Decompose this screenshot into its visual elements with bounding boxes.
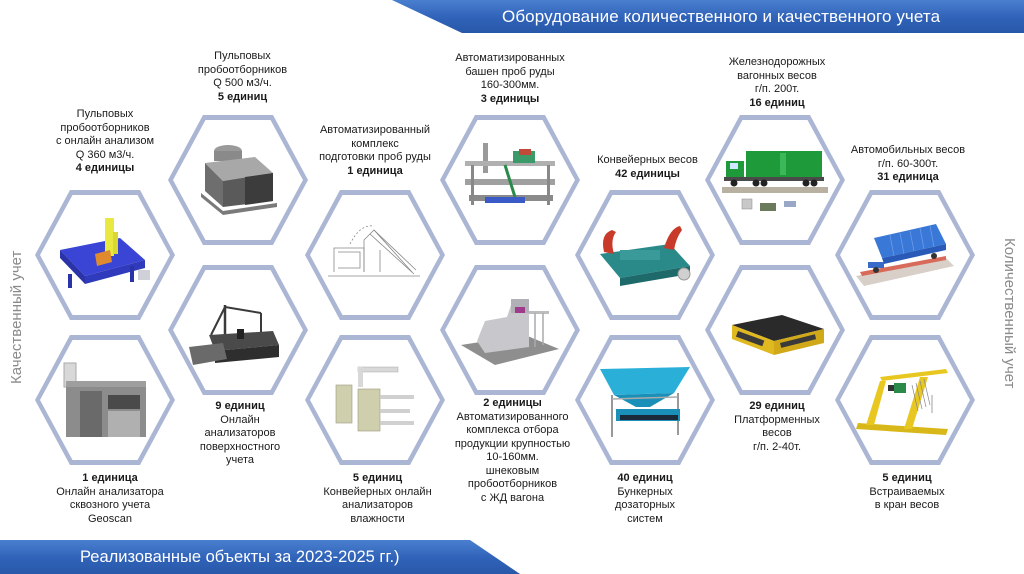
count-badge: 16 единиц <box>749 96 805 109</box>
pulp-sampler-blue-icon <box>60 218 150 288</box>
caption-product-sampling-complex: 2 единицы Автоматизированного комплекса … <box>445 397 580 505</box>
bunker-dosing-icon <box>600 367 690 437</box>
product-sampling-complex-icon <box>461 299 559 365</box>
hex-pulp-samplers-500 <box>168 115 308 245</box>
caption-moisture-analyzers: 5 единиц Конвейерных онлайн анализаторов… <box>310 472 445 526</box>
hex-sampling-towers <box>440 115 580 245</box>
side-label-quantitative: Количественный учет <box>1001 238 1018 389</box>
caption-sampling-towers: Автоматизированных башен проб руды 160-3… <box>445 52 575 106</box>
hex-platform-scales <box>705 265 845 395</box>
hex-bunker-dosing <box>575 335 715 465</box>
crane-scale-icon <box>856 369 948 435</box>
count-badge: 2 единицы <box>483 397 542 409</box>
hopper-wagon-scale-icon <box>856 224 954 286</box>
side-label-qualitative: Качественный учет <box>8 250 25 384</box>
hex-moisture-analyzers <box>305 335 445 465</box>
header-banner: Оборудование количественного и качествен… <box>392 0 1024 33</box>
conveyor-scale-icon <box>600 226 691 286</box>
count-badge: 5 единиц <box>882 472 932 484</box>
hex-geoscan-analyzer <box>35 335 175 465</box>
page-title: Оборудование количественного и качествен… <box>502 7 941 26</box>
count-badge: 3 единицы <box>480 92 540 105</box>
caption-platform-scales: 29 единиц Платформенных весов г/п. 2-40т… <box>712 400 842 454</box>
caption-truck-scales: Автомобильных весов г/п. 60-300т. 31 еди… <box>838 144 978 185</box>
hex-sample-prep-complex <box>305 190 445 320</box>
hex-pulp-samplers-online <box>35 190 175 320</box>
hex-product-sampling-complex <box>440 265 580 395</box>
surface-analyzer-icon <box>189 305 279 365</box>
hex-truck-scales <box>835 190 975 320</box>
hex-surface-analyzers <box>168 265 308 395</box>
caption-pulp-samplers-online: Пульповых пробоотборников с онлайн анали… <box>40 108 170 176</box>
caption-rail-scales: Железнодорожных вагонных весов г/п. 200т… <box>712 56 842 110</box>
hex-crane-scales <box>835 335 975 465</box>
count-badge: 1 единица <box>347 164 403 177</box>
caption-bunker-dosing: 40 единиц Бункерных дозаторных систем <box>580 472 710 526</box>
count-badge: 4 единицы <box>75 162 135 174</box>
moisture-analyzer-icon <box>335 366 414 432</box>
sampling-tower-icon <box>465 143 555 205</box>
geoscan-analyzer-icon <box>63 362 146 437</box>
platform-scale-icon <box>732 315 824 355</box>
caption-sample-prep-complex: Автоматизированный комплекс подготовки п… <box>305 124 445 178</box>
footer-banner: Реализованные объекты за 2023-2025 гг.) <box>0 540 520 574</box>
hex-conveyor-scales <box>575 190 715 320</box>
caption-conveyor-scales: Конвейерных весов 42 единицы <box>580 154 715 181</box>
count-badge: 1 единица <box>82 472 138 484</box>
count-badge: 42 единицы <box>615 167 680 180</box>
pulp-sampler-gray-icon <box>201 145 277 215</box>
caption-surface-analyzers: 9 единиц Онлайн анализаторов поверхностн… <box>180 400 300 468</box>
count-badge: 5 единиц <box>352 472 403 484</box>
hex-rail-scales <box>705 115 845 245</box>
rail-scale-truck-icon <box>722 151 828 211</box>
count-badge: 40 единиц <box>617 472 673 484</box>
count-badge: 29 единиц <box>749 400 805 412</box>
caption-crane-scales: 5 единиц Встраиваемых в кран весов <box>842 472 972 513</box>
footer-title: Реализованные объекты за 2023-2025 гг.) <box>80 548 400 566</box>
count-badge: 5 единиц <box>217 90 268 103</box>
caption-pulp-samplers-500: Пульповых пробоотборников Q 500 м3/ч. 5 … <box>180 50 305 104</box>
count-badge: 31 единица <box>877 171 939 183</box>
caption-geoscan-analyzer: 1 единица Онлайн анализатора сквозного у… <box>45 472 175 526</box>
sample-prep-drawing-icon <box>328 225 420 277</box>
count-badge: 9 единиц <box>215 400 265 412</box>
